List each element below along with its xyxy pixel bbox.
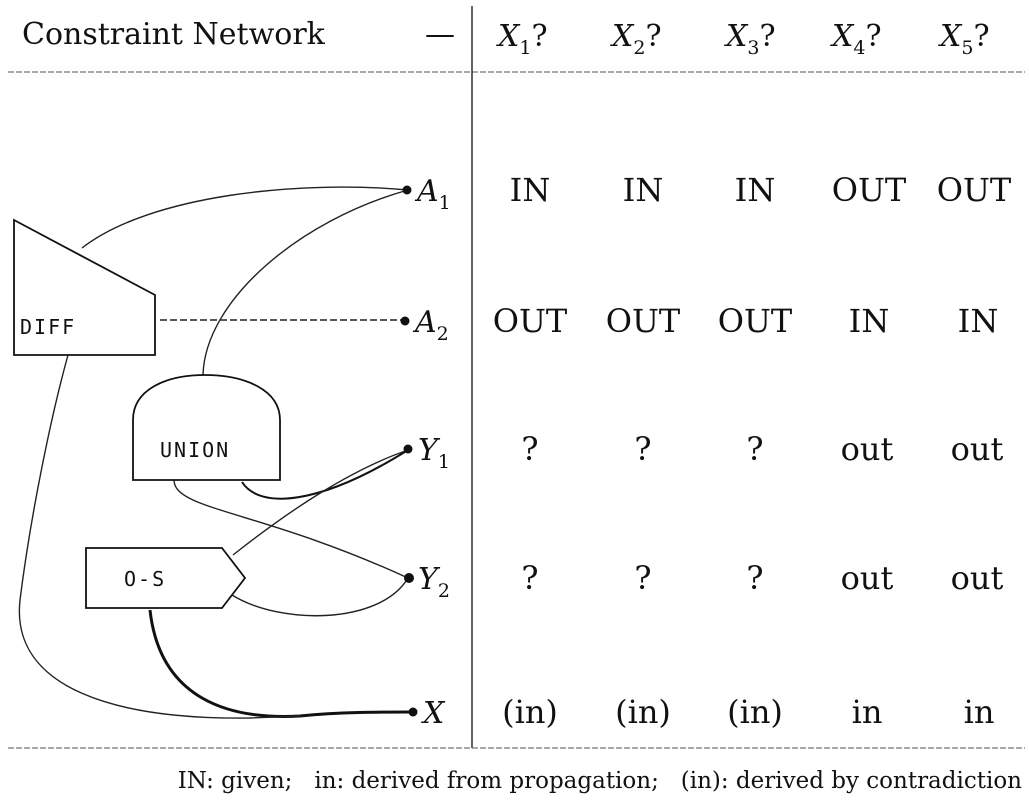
terminal-dot bbox=[404, 573, 414, 583]
wire-union-y2 bbox=[173, 479, 409, 579]
table-row-x: (in) (in) (in) in in bbox=[502, 693, 994, 731]
table-row-y2: ? ? ? out out bbox=[521, 559, 1003, 597]
union-label: UNION bbox=[160, 438, 230, 462]
table-cell: ? bbox=[634, 559, 651, 597]
table-cell: out bbox=[841, 430, 894, 468]
svg-text:X3?: X3? bbox=[724, 19, 776, 59]
table-cell: IN bbox=[510, 171, 551, 209]
table-cell: out bbox=[951, 430, 1004, 468]
legend-caption: IN: given; in: derived from propagation;… bbox=[178, 768, 1022, 794]
diff-label: DIFF bbox=[20, 315, 76, 339]
table-cell: out bbox=[951, 559, 1004, 597]
node-y2: Y2 bbox=[404, 562, 450, 602]
svg-text:X1?: X1? bbox=[496, 19, 548, 59]
table-cell: IN bbox=[735, 171, 776, 209]
node-x: X bbox=[408, 696, 446, 731]
table-cell: OUT bbox=[493, 302, 568, 340]
figure-title: Constraint Network bbox=[22, 17, 326, 52]
svg-text:X5?: X5? bbox=[938, 19, 990, 59]
table-cell: (in) bbox=[502, 693, 558, 731]
column-header-mark: ? bbox=[531, 19, 547, 54]
table-row-a1: IN IN IN OUT OUT bbox=[510, 171, 1012, 209]
column-header-3: X3? bbox=[724, 19, 776, 59]
svg-text:A2: A2 bbox=[412, 305, 449, 345]
column-header-sub: 1 bbox=[519, 37, 531, 59]
header-dash: — bbox=[425, 17, 455, 52]
table-row-a2: OUT OUT OUT IN IN bbox=[493, 302, 999, 340]
table-row-y1: ? ? ? out out bbox=[521, 430, 1003, 468]
table-cell: (in) bbox=[727, 693, 783, 731]
os-label: O-S bbox=[124, 567, 166, 591]
table-cell: (in) bbox=[615, 693, 671, 731]
wire-os-y1 bbox=[232, 449, 409, 556]
column-header-5: X5? bbox=[938, 19, 990, 59]
wire-diff-x bbox=[18, 354, 301, 719]
table-cell: ? bbox=[521, 559, 538, 597]
wire-os-y2 bbox=[231, 577, 409, 617]
svg-text:Y1: Y1 bbox=[418, 433, 450, 473]
table-cell: ? bbox=[746, 559, 763, 597]
wire-os-x bbox=[148, 609, 411, 718]
table-cell: ? bbox=[746, 430, 763, 468]
table-cell: OUT bbox=[937, 171, 1012, 209]
node-a1: A1 bbox=[402, 174, 451, 214]
network-wires bbox=[18, 186, 411, 719]
terminal-dot bbox=[402, 185, 412, 195]
node-a2: A2 bbox=[400, 305, 449, 345]
svg-text:Y2: Y2 bbox=[418, 562, 450, 602]
wire-union-a1 bbox=[202, 189, 409, 376]
terminal-dot bbox=[400, 316, 410, 326]
svg-text:X4?: X4? bbox=[830, 19, 882, 59]
column-header-var: X bbox=[496, 19, 521, 54]
terminal-dot bbox=[403, 444, 413, 454]
svg-text:X: X bbox=[421, 696, 446, 731]
table-cell: out bbox=[841, 559, 894, 597]
column-header-2: X2? bbox=[610, 19, 662, 59]
table-cell: IN bbox=[623, 171, 664, 209]
table-cell: OUT bbox=[718, 302, 793, 340]
table-cell: IN bbox=[849, 302, 890, 340]
svg-text:A1: A1 bbox=[414, 174, 451, 214]
column-header-4: X4? bbox=[830, 19, 882, 59]
column-header-1: X1? bbox=[496, 19, 548, 59]
node-y1: Y1 bbox=[403, 433, 450, 473]
table-cell: in bbox=[852, 693, 883, 731]
value-table: IN IN IN OUT OUT OUT OUT OUT IN IN ? ? ?… bbox=[493, 171, 1012, 731]
table-cell: OUT bbox=[606, 302, 681, 340]
table-cell: ? bbox=[521, 430, 538, 468]
table-cell: OUT bbox=[832, 171, 907, 209]
os-constraint-box: O-S bbox=[85, 547, 247, 609]
svg-text:X2?: X2? bbox=[610, 19, 662, 59]
union-constraint-box: UNION bbox=[132, 374, 281, 481]
wire-union-y1 bbox=[241, 449, 409, 500]
table-cell: in bbox=[964, 693, 995, 731]
column-headers: X1? X2? X3? X4? X5? bbox=[496, 19, 990, 59]
terminal-dot bbox=[408, 707, 418, 717]
wire-diff-a1 bbox=[81, 186, 409, 249]
table-cell: ? bbox=[634, 430, 651, 468]
table-cell: IN bbox=[958, 302, 999, 340]
diff-constraint-box: DIFF bbox=[13, 218, 156, 356]
